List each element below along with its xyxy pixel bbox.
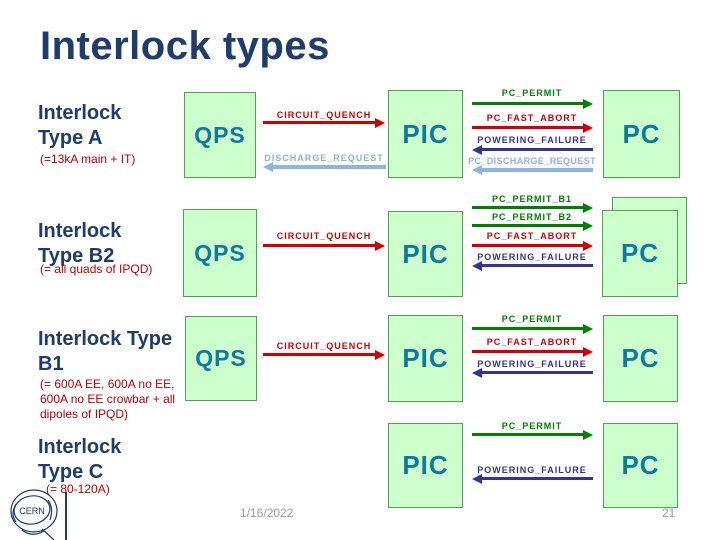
signal-label-pc-fast-abort: PC_FAST_ABORT xyxy=(486,337,578,347)
arrow-right-icon xyxy=(472,102,583,105)
signal-label-powering-failure: POWERING_FAILURE xyxy=(477,359,587,369)
pc-box: PC xyxy=(603,423,678,508)
row-label: Interlock Type B1 xyxy=(38,327,172,377)
pic-box: PIC xyxy=(388,315,463,402)
arrow-left-icon xyxy=(482,148,593,151)
arrow-right-icon xyxy=(263,353,375,356)
row-subtitle: (= 80-120A) xyxy=(46,482,110,496)
row-subtitle: (=13kA main + IT) xyxy=(40,152,136,166)
signal-label-circuit-quench: CIRCUIT_QUENCH xyxy=(276,341,372,351)
signal-label-pc-permit: PC_PERMIT xyxy=(501,88,563,98)
page-title: Interlock types xyxy=(40,24,330,68)
signal-label-pc-discharge-request: PC_DISCHARGE_REQUEST xyxy=(467,156,597,166)
signal-label-circuit-quench: CIRCUIT_QUENCH xyxy=(276,110,372,120)
row-label-line2: Type B2 xyxy=(38,245,115,267)
arrow-right-icon xyxy=(472,224,583,227)
arrow-right-icon xyxy=(472,206,583,209)
signal-label-pc-permit-b1: PC_PERMIT_B1 xyxy=(491,194,573,204)
subtitle-line: dipoles of IPQD) xyxy=(40,407,129,421)
signal-label-pc-fast-abort: PC_FAST_ABORT xyxy=(486,231,578,241)
pic-box: PIC xyxy=(388,423,463,508)
arrow-left-icon xyxy=(482,168,593,172)
pc-box: PC xyxy=(603,315,678,402)
row-subtitle: (= all quads of IPQD) xyxy=(40,262,153,276)
arrow-left-icon xyxy=(482,264,593,267)
arrow-right-icon xyxy=(472,244,583,247)
pc-box: PC xyxy=(602,210,678,297)
svg-text:CERN: CERN xyxy=(19,506,45,516)
subtitle-line: (= 600A EE, 600A no EE, xyxy=(40,377,175,391)
qps-box: QPS xyxy=(183,209,257,297)
row-label: Interlock Type A xyxy=(38,101,121,151)
signal-label-pc-fast-abort: PC_FAST_ABORT xyxy=(486,113,578,123)
cern-logo-icon: CERN xyxy=(4,486,68,540)
pc-box: PC xyxy=(603,90,680,178)
pic-box: PIC xyxy=(388,211,463,297)
qps-box: QPS xyxy=(185,316,257,401)
row-label-line1: Interlock Type xyxy=(38,328,173,350)
row-label-line1: Interlock xyxy=(38,220,122,242)
row-label-line2: Type C xyxy=(38,461,104,483)
arrow-right-icon xyxy=(263,244,375,247)
signal-label-circuit-quench: CIRCUIT_QUENCH xyxy=(276,231,372,241)
row-label-line2: Type A xyxy=(38,127,103,149)
signal-label-powering-failure: POWERING_FAILURE xyxy=(477,252,587,262)
row-label: Interlock Type C xyxy=(38,435,121,485)
signal-label-pc-permit: PC_PERMIT xyxy=(501,421,563,431)
signal-label-pc-permit-b2: PC_PERMIT_B2 xyxy=(491,212,573,222)
subtitle-line: 600A no EE crowbar + all xyxy=(40,392,176,406)
pic-box: PIC xyxy=(388,90,463,178)
row-label-line1: Interlock xyxy=(38,436,122,458)
arrow-right-icon xyxy=(263,121,375,124)
arrow-right-icon xyxy=(472,126,583,129)
arrow-right-icon xyxy=(472,350,583,353)
arrow-left-icon xyxy=(273,165,386,169)
slide-page-number: 21 xyxy=(662,506,676,520)
signal-label-powering-failure: POWERING_FAILURE xyxy=(477,465,587,475)
signal-label-powering-failure: POWERING_FAILURE xyxy=(477,135,587,145)
logo-divider-line xyxy=(65,492,67,540)
arrow-right-icon xyxy=(472,327,583,330)
slide-date: 1/16/2022 xyxy=(240,506,294,520)
signal-label-pc-permit: PC_PERMIT xyxy=(501,314,563,324)
qps-box: QPS xyxy=(184,92,256,178)
row-label-line2: B1 xyxy=(38,353,64,375)
arrow-left-icon xyxy=(482,371,593,374)
arrow-right-icon xyxy=(472,433,583,436)
signal-label-discharge-request: DISCHARGE_REQUEST xyxy=(264,153,384,163)
row-label-line1: Interlock xyxy=(38,102,122,124)
arrow-left-icon xyxy=(482,477,593,480)
row-label: Interlock Type B2 xyxy=(38,219,121,269)
row-subtitle: (= 600A EE, 600A no EE, 600A no EE crowb… xyxy=(40,377,175,422)
